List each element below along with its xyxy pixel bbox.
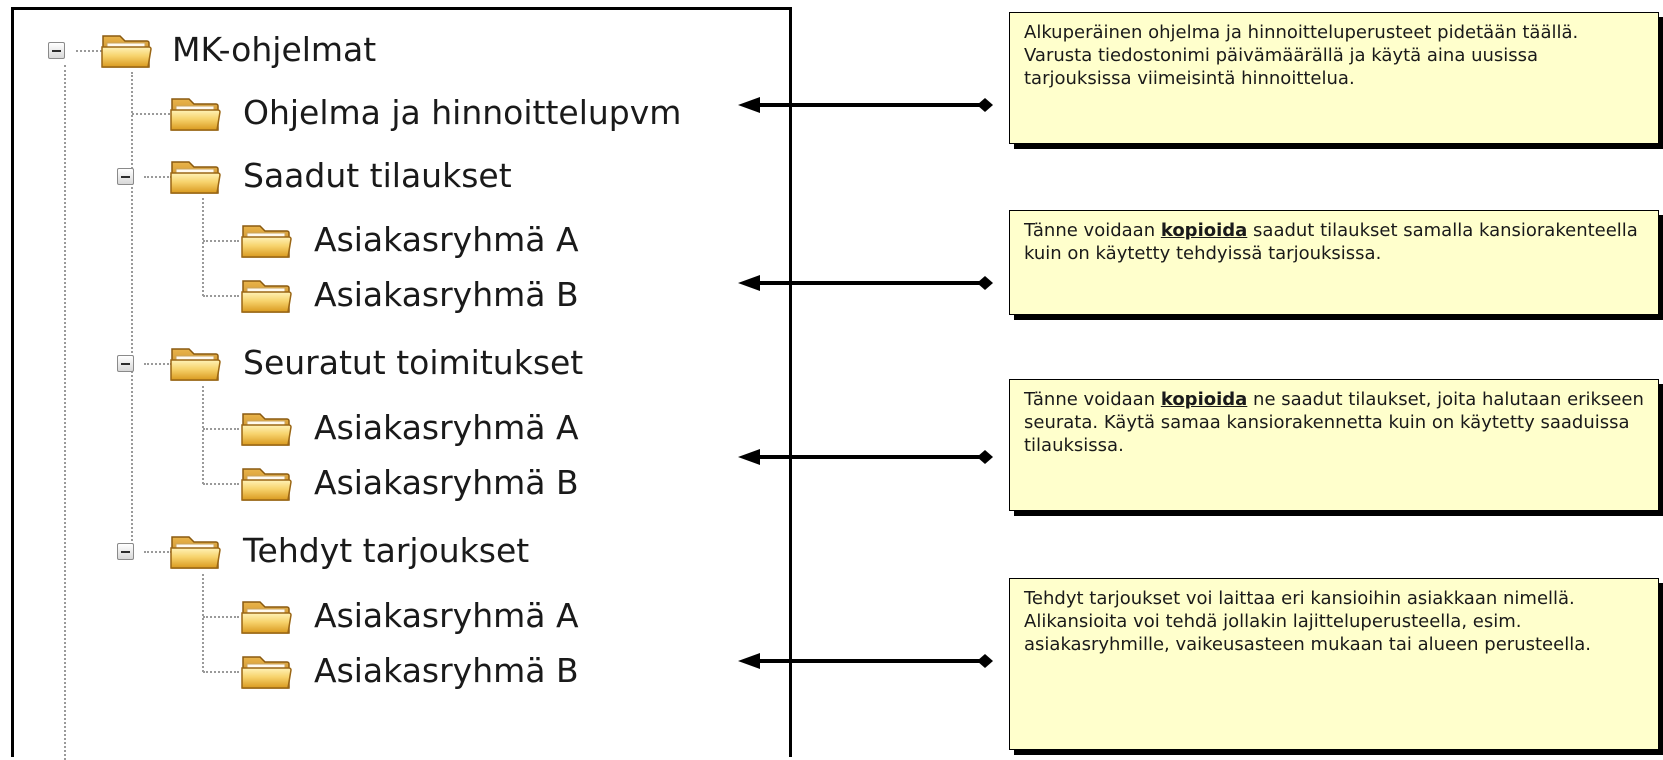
tree-connector [76,50,102,52]
collapse-toggle[interactable] [117,543,134,560]
callout-text: Tehdyt tarjoukset voi laittaa eri kansio… [1024,588,1591,655]
double-arrow [738,97,993,113]
tree-item-program[interactable]: Ohjelma ja hinnoittelupvm [243,93,682,132]
double-arrow [738,275,993,291]
tree-connector [203,671,239,673]
collapse-toggle[interactable] [117,355,134,372]
tree-item-root[interactable]: MK-ohjelmat [172,30,377,69]
tree-item-group[interactable]: Tehdyt tarjoukset [243,531,530,570]
double-arrow [738,653,993,669]
callout-received-orders: Tänne voidaan kopioida saadut tilaukset … [1009,210,1659,315]
tree-connector [131,72,133,552]
tree-connector [202,198,204,296]
tree-connector [144,176,172,178]
tree-connector [203,616,239,618]
callout-text: ne saadut tilaukset, joita halutaan erik… [1024,389,1644,456]
callout-emphasis: kopioida [1160,389,1248,410]
tree-connector [132,113,170,115]
tree-item-subfolder[interactable]: Asiakasryhmä A [314,220,579,259]
callout-text: Alkuperäinen ohjelma ja hinnoitteluperus… [1024,22,1579,89]
tree-connector [202,386,204,484]
callout-program: Alkuperäinen ohjelma ja hinnoitteluperus… [1009,12,1659,144]
double-arrow [738,449,993,465]
tree-item-group[interactable]: Seuratut toimitukset [243,343,584,382]
tree-item-subfolder[interactable]: Asiakasryhmä B [314,651,579,690]
tree-connector [144,551,172,553]
tree-connector [202,574,204,672]
tree-connector [64,65,66,760]
collapse-toggle[interactable] [48,42,65,59]
tree-item-subfolder[interactable]: Asiakasryhmä B [314,275,579,314]
callout-text: Tänne voidaan [1024,220,1161,241]
callout-text: Tänne voidaan [1024,389,1161,410]
callout-made-offers: Tehdyt tarjoukset voi laittaa eri kansio… [1009,578,1659,750]
callout-text: saadut tilaukset samalla kansiorakenteel… [1024,220,1638,264]
tree-item-subfolder[interactable]: Asiakasryhmä B [314,463,579,502]
folder-tree-panel: MK-ohjelmat Ohjelma ja hinnoittelupvm Sa… [11,7,792,760]
callout-tracked-deliveries: Tänne voidaan kopioida ne saadut tilauks… [1009,379,1659,511]
tree-item-subfolder[interactable]: Asiakasryhmä A [314,408,579,447]
tree-item-subfolder[interactable]: Asiakasryhmä A [314,596,579,635]
tree-connector [203,428,239,430]
tree-connector [203,295,239,297]
collapse-toggle[interactable] [117,168,134,185]
tree-item-group[interactable]: Saadut tilaukset [243,156,512,195]
callout-emphasis: kopioida [1160,220,1248,241]
tree-connector [203,483,239,485]
tree-connector [203,240,239,242]
tree-connector [144,363,172,365]
